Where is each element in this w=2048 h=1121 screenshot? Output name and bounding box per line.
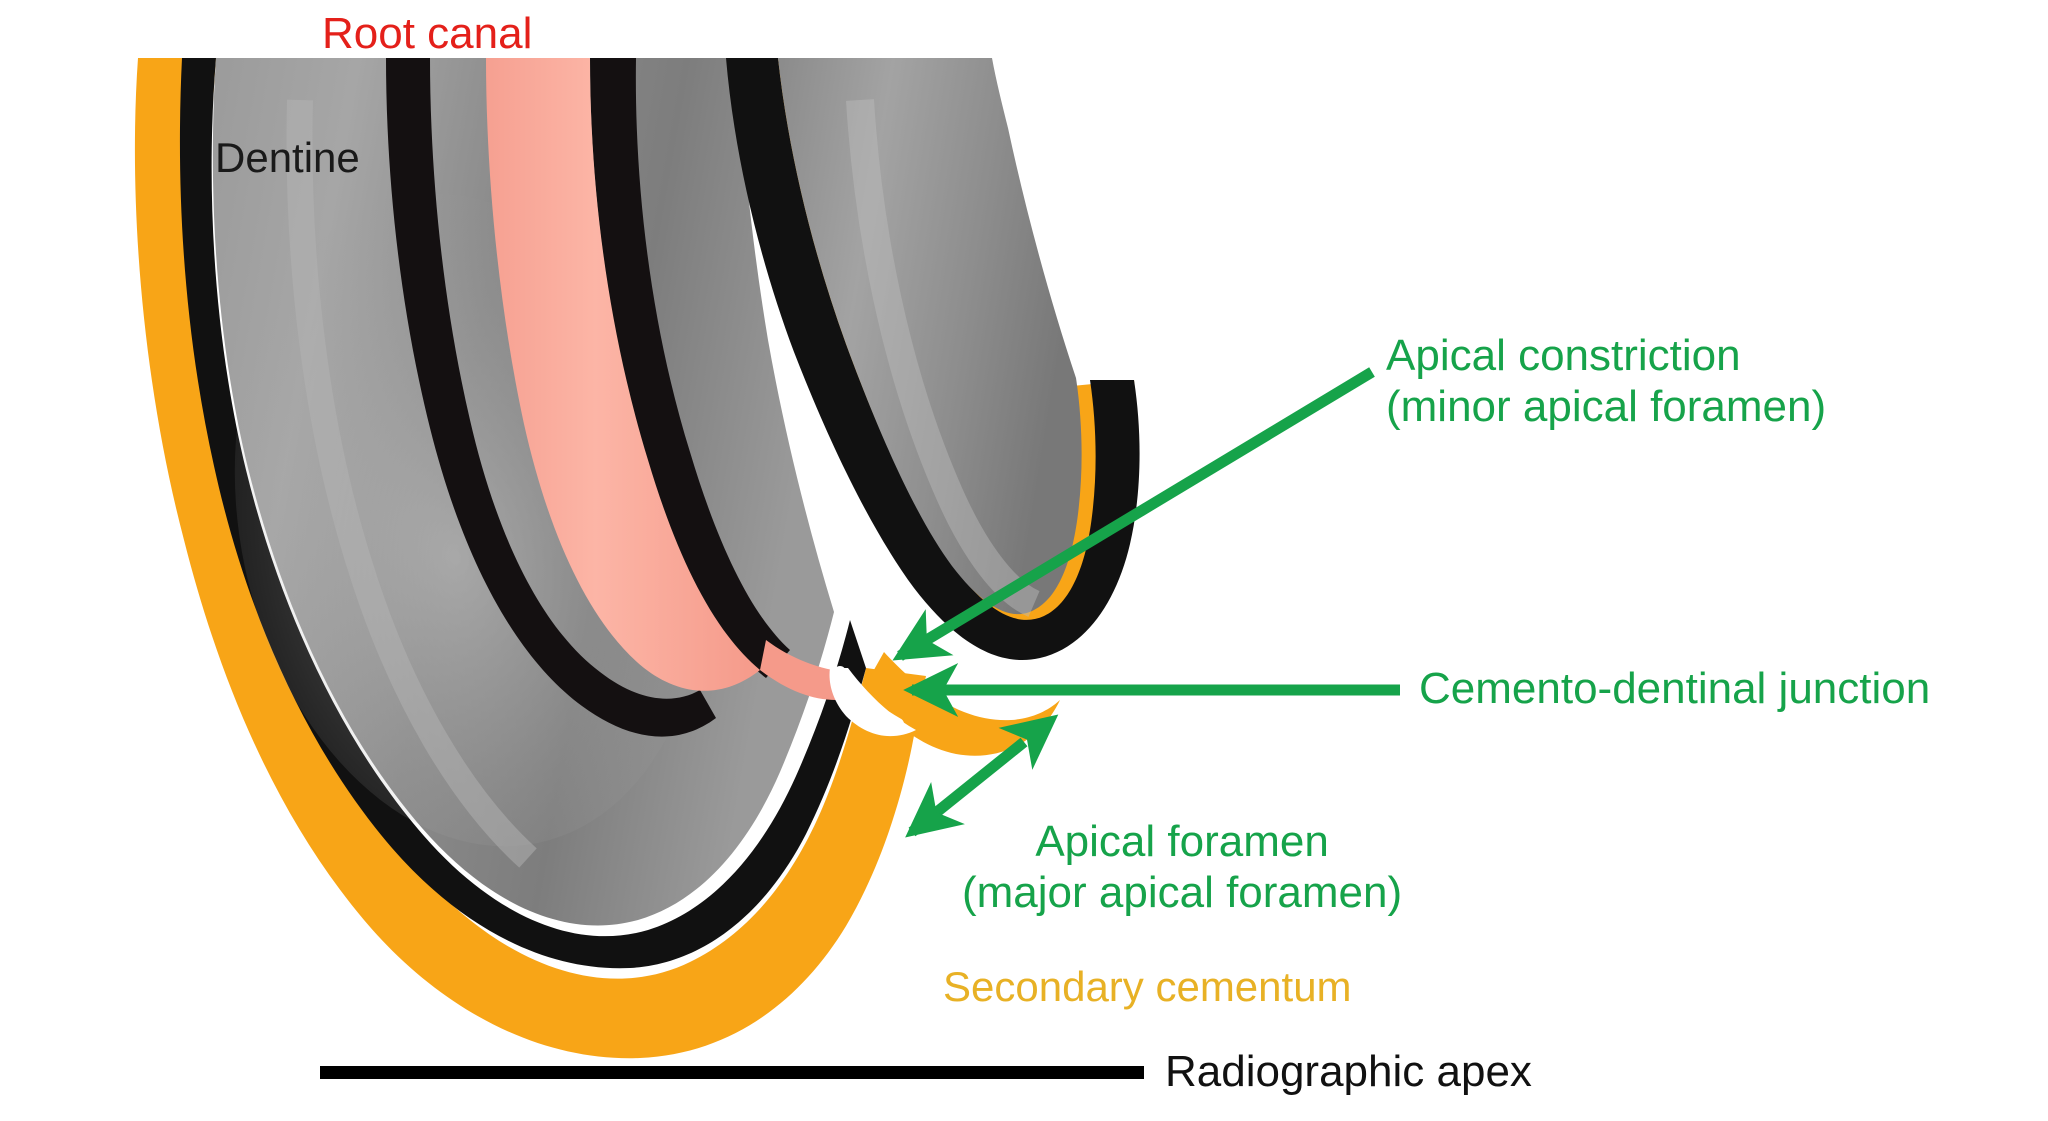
root-canal-wall-left <box>386 58 716 737</box>
label-apical-foramen: Apical foramen(major apical foramen) <box>962 816 1402 918</box>
dentine-right-highlight <box>846 99 1041 617</box>
label-root-canal: Root canal <box>322 9 533 58</box>
label-apical-constriction-line2: (minor apical foramen) <box>1386 382 1827 432</box>
label-secondary-cementum: Secondary cementum <box>943 963 1352 1010</box>
apical-constriction-arrow <box>892 367 1375 661</box>
apical-foramen-opening <box>829 666 916 737</box>
apical-foramen-double-arrow <box>905 714 1059 838</box>
foramen-gap-edge <box>834 666 904 730</box>
label-dentine: Dentine <box>215 134 360 181</box>
cementum-left-lobe <box>134 58 926 1059</box>
label-apical-foramen-line1: Apical foramen <box>1035 817 1329 866</box>
label-radiographic-apex: Radiographic apex <box>1165 1047 1532 1096</box>
root-canal-apical-taper <box>760 640 848 700</box>
label-apical-foramen-line2: (major apical foramen) <box>962 868 1403 918</box>
root-canal-wall-right <box>590 58 790 678</box>
label-cemento-dentinal-junction: Cemento-dentinal junction <box>1419 664 1931 713</box>
radiographic-apex-line <box>320 1066 1144 1079</box>
dentine-right-lobe <box>726 58 1140 661</box>
annotation-arrows <box>892 367 1400 838</box>
label-apical-constriction: Apical constriction(minor apical foramen… <box>1386 330 1826 432</box>
label-apical-constriction-line1: Apical constriction <box>1386 331 1741 380</box>
root-canal <box>386 58 848 737</box>
root-canal-lumen <box>486 58 760 691</box>
dentine-left-highlight <box>286 99 537 868</box>
dentine-right-body <box>778 58 1082 615</box>
dentine-right-outline <box>726 58 1140 661</box>
